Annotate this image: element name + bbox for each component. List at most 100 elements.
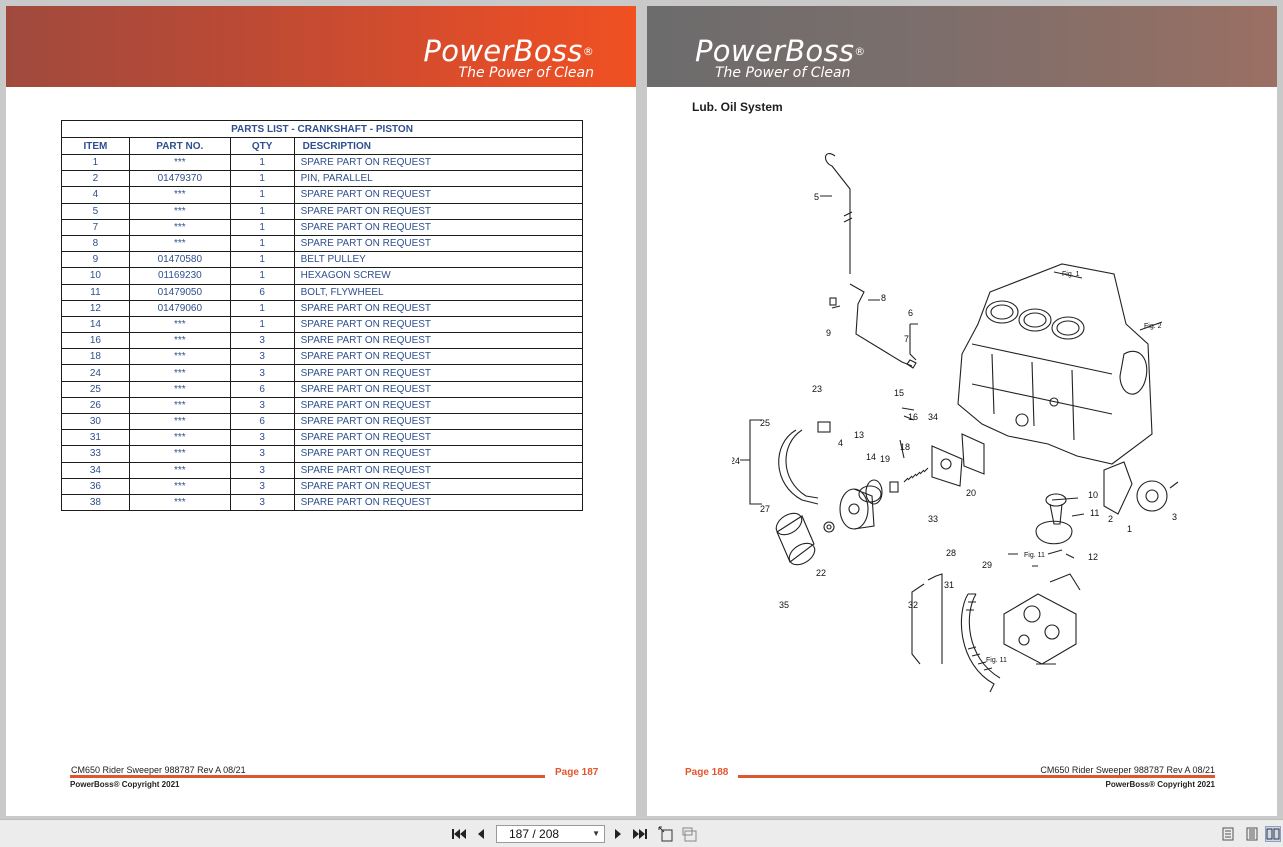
cell-description: SPARE PART ON REQUEST xyxy=(293,186,584,204)
next-page-button[interactable] xyxy=(610,826,626,842)
cell-qty: 1 xyxy=(229,251,295,269)
cell-description: HEXAGON SCREW xyxy=(293,267,584,285)
col-header-qty: QTY xyxy=(229,137,295,155)
cell-part-no: *** xyxy=(128,332,231,350)
continuous-view-button[interactable] xyxy=(1244,826,1260,842)
fit-page-icon xyxy=(658,826,673,842)
cell-part-no: *** xyxy=(128,364,231,382)
cell-item: 24 xyxy=(61,364,130,382)
brand-name: PowerBoss xyxy=(695,34,855,68)
gear-case-drawing xyxy=(1103,461,1179,515)
cell-description: BELT PULLEY xyxy=(293,251,584,269)
cell-description: SPARE PART ON REQUEST xyxy=(293,234,584,253)
callout-7: 7 xyxy=(904,334,909,344)
cell-qty: 3 xyxy=(229,396,295,415)
filter-bracket-drawing xyxy=(839,485,882,530)
footer-doc-title: CM650 Rider Sweeper 988787 Rev A 08/21 xyxy=(1040,765,1215,775)
page-188: PowerBoss® The Power of Clean Lub. Oil S… xyxy=(647,6,1277,816)
callout-11: 11 xyxy=(1090,508,1099,518)
callout-3: 3 xyxy=(1172,512,1177,522)
cell-qty: 1 xyxy=(229,153,295,172)
last-page-button[interactable] xyxy=(632,826,648,842)
cell-item: 25 xyxy=(61,380,130,398)
prev-page-button[interactable] xyxy=(473,826,489,842)
cell-item: 4 xyxy=(61,186,130,204)
page-187: PowerBoss® The Power of Clean PARTS LIST… xyxy=(6,6,636,816)
cell-part-no: *** xyxy=(128,218,231,236)
fig-label-2: Fig. 2 xyxy=(1144,323,1162,330)
callout-16: 16 xyxy=(908,412,918,422)
page-selector[interactable]: 187 / 208 ▼ xyxy=(496,825,605,843)
cell-item: 36 xyxy=(61,477,130,495)
fit-width-button[interactable] xyxy=(682,826,698,842)
cell-description: SPARE PART ON REQUEST xyxy=(293,445,584,463)
cell-qty: 1 xyxy=(229,186,295,204)
cell-description: SPARE PART ON REQUEST xyxy=(293,429,584,447)
dipstick-tube-drawing xyxy=(849,283,913,367)
callout-25: 25 xyxy=(760,418,770,428)
callout-4: 4 xyxy=(838,438,843,448)
cell-item: 8 xyxy=(61,234,130,253)
cell-description: SPARE PART ON REQUEST xyxy=(293,493,584,512)
cell-part-no: *** xyxy=(128,348,231,366)
oil-pump-drawing xyxy=(1003,573,1081,665)
cell-item: 2 xyxy=(61,170,130,188)
callout-24: 24 xyxy=(732,456,740,466)
cell-qty: 3 xyxy=(229,429,295,447)
page-number: Page 187 xyxy=(555,767,599,778)
cell-qty: 6 xyxy=(229,283,295,301)
callout-9: 9 xyxy=(826,328,831,338)
fit-page-button[interactable] xyxy=(658,826,674,842)
callout-6: 6 xyxy=(908,308,913,318)
fig-label-1: Fig. 1 xyxy=(1062,271,1080,278)
two-page-view-icon xyxy=(1266,828,1280,840)
cell-item: 9 xyxy=(61,251,130,269)
two-page-view-button[interactable] xyxy=(1265,826,1281,842)
page-indicator: 187 / 208 xyxy=(509,827,560,841)
cell-description: SPARE PART ON REQUEST xyxy=(293,461,584,479)
cell-item: 12 xyxy=(61,299,130,317)
cell-qty: 1 xyxy=(229,315,295,334)
header-banner: PowerBoss® The Power of Clean xyxy=(6,6,636,87)
callout-1: 1 xyxy=(1127,524,1132,534)
callout-12: 12 xyxy=(1088,552,1098,562)
cell-part-no: *** xyxy=(128,461,231,479)
next-page-icon xyxy=(615,829,621,839)
cell-qty: 3 xyxy=(229,461,295,479)
cell-part-no: *** xyxy=(128,477,231,495)
callout-2: 2 xyxy=(1108,514,1113,524)
cell-item: 11 xyxy=(61,283,130,301)
callout-15: 15 xyxy=(894,388,904,398)
callout-13: 13 xyxy=(854,430,864,440)
cell-item: 18 xyxy=(61,348,130,366)
footer-copyright: PowerBoss® Copyright 2021 xyxy=(70,780,180,789)
cell-part-no: *** xyxy=(128,429,231,447)
cell-qty: 6 xyxy=(229,380,295,398)
callout-22: 22 xyxy=(816,568,826,578)
prev-page-icon xyxy=(478,829,484,839)
callout-33: 33 xyxy=(928,514,938,524)
brand-logo: PowerBoss® The Power of Clean xyxy=(423,36,594,81)
cell-part-no: 01479060 xyxy=(128,299,231,317)
single-page-view-button[interactable] xyxy=(1220,826,1236,842)
cell-description: SPARE PART ON REQUEST xyxy=(293,153,584,172)
first-page-button[interactable] xyxy=(451,826,467,842)
callout-32: 32 xyxy=(908,600,918,610)
cell-description: SPARE PART ON REQUEST xyxy=(293,348,584,366)
cell-item: 34 xyxy=(61,461,130,479)
cell-qty: 1 xyxy=(229,234,295,253)
cell-item: 30 xyxy=(61,412,130,431)
cell-item: 33 xyxy=(61,445,130,463)
